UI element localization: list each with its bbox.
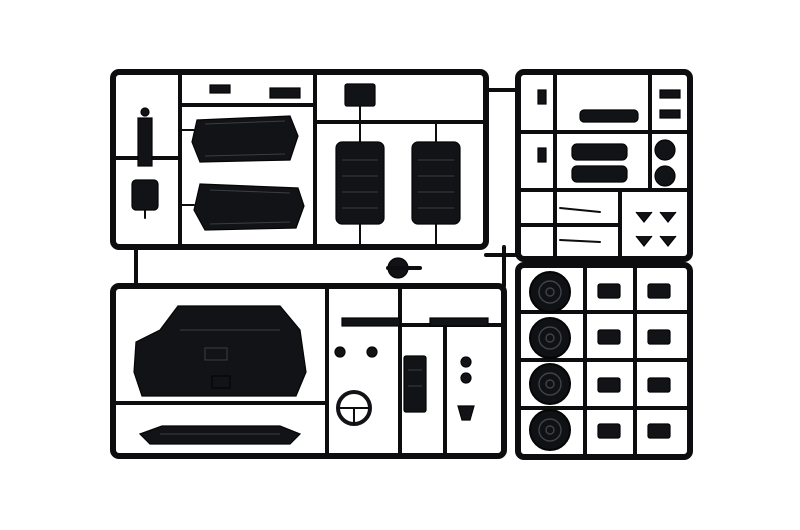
shifter-lever-part bbox=[137, 107, 153, 167]
frame-bottom-left bbox=[110, 283, 507, 459]
small-clip-parts bbox=[537, 89, 681, 163]
seat-back-panel-lower bbox=[179, 183, 305, 231]
wheel-4 bbox=[529, 409, 571, 451]
wheel-2 bbox=[529, 317, 571, 359]
console-column-part bbox=[403, 355, 427, 413]
floor-tab-part bbox=[344, 83, 376, 123]
gear-lever-small bbox=[457, 356, 475, 421]
seat-left bbox=[335, 121, 385, 248]
exhaust-pipe-upper bbox=[579, 109, 639, 123]
steering-wheel bbox=[336, 390, 372, 426]
silencer-left bbox=[571, 143, 628, 183]
round-cap-parts bbox=[654, 139, 676, 187]
seat-back-panel-upper bbox=[179, 115, 299, 163]
sprue-gate-post bbox=[386, 257, 422, 279]
dashboard-body-part bbox=[133, 305, 307, 397]
dash-trim-strip bbox=[138, 425, 302, 445]
pedal-part bbox=[131, 179, 159, 219]
tie-rod-parts bbox=[559, 207, 677, 247]
frame-top-right bbox=[515, 69, 693, 262]
bar-parts bbox=[334, 317, 489, 358]
brake-caliper-parts bbox=[597, 283, 671, 439]
sprue-runners bbox=[111, 70, 692, 459]
small-bracket-part bbox=[209, 84, 301, 99]
wheel-1 bbox=[529, 271, 571, 313]
seat-right bbox=[411, 121, 461, 248]
wheel-3 bbox=[529, 363, 571, 405]
